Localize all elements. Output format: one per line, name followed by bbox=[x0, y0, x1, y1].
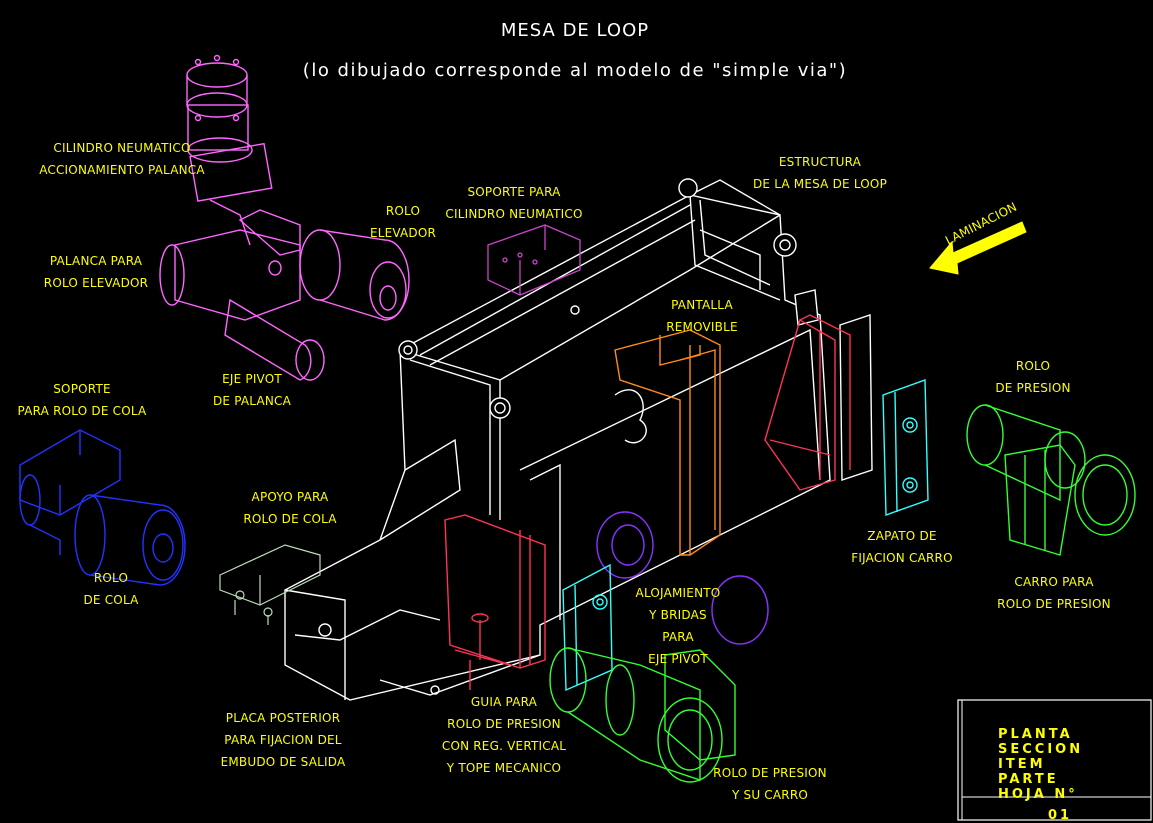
title-block-line-5: HOJA N° bbox=[998, 787, 1078, 802]
pressure-roll-guides bbox=[444, 314, 851, 690]
drawing-title: MESA DE LOOP bbox=[501, 20, 649, 41]
title-block-line-2: SECCION bbox=[998, 742, 1083, 757]
label-guia-line-4: Y TOPE MECANICO bbox=[446, 761, 561, 775]
pneumatic-cylinder-assembly bbox=[159, 54, 410, 381]
label-soporte-cilindro-line-1: SOPORTE PARA bbox=[467, 185, 561, 199]
label-palanca-line-2: ROLO ELEVADOR bbox=[44, 276, 148, 290]
label-rolo-carro-line-1: ROLO DE PRESION bbox=[713, 766, 827, 780]
label-alojamiento-line-3: PARA bbox=[662, 630, 694, 644]
title-block-line-1: PLANTA bbox=[998, 727, 1073, 742]
label-rolo-presion-line-1: ROLO bbox=[1016, 359, 1050, 373]
tail-roll-assembly bbox=[19, 429, 186, 586]
label-guia-line-1: GUIA PARA bbox=[471, 695, 538, 709]
loop-table-structure bbox=[284, 178, 873, 701]
label-apoyo-cola-line-1: APOYO PARA bbox=[252, 490, 329, 504]
label-eje-pivot-line-1: EJE PIVOT bbox=[222, 372, 282, 386]
label-alojamiento-line-4: EJE PIVOT bbox=[648, 652, 708, 666]
label-zapato-line-2: FIJACION CARRO bbox=[851, 551, 952, 565]
label-rolo-cola-line-1: ROLO bbox=[94, 571, 128, 585]
label-alojamiento-line-1: ALOJAMIENTO bbox=[636, 586, 721, 600]
removable-screen bbox=[614, 329, 721, 556]
tail-roll-support bbox=[219, 544, 321, 625]
label-estructura-line-2: DE LA MESA DE LOOP bbox=[753, 177, 887, 191]
label-placa-line-3: EMBUDO DE SALIDA bbox=[221, 755, 346, 769]
label-placa-line-2: PARA FIJACION DEL bbox=[224, 733, 341, 747]
callout-labels: CILINDRO NEUMATICO ACCIONAMIENTO PALANCA S… bbox=[18, 141, 1111, 802]
label-cilindro-line-2: ACCIONAMIENTO PALANCA bbox=[39, 163, 205, 177]
label-soporte-cilindro-line-2: CILINDRO NEUMATICO bbox=[445, 207, 582, 221]
label-apoyo-cola-line-2: ROLO DE COLA bbox=[243, 512, 337, 526]
label-guia-line-2: ROLO DE PRESION bbox=[447, 717, 561, 731]
label-rolo-elevador-line-1: ROLO bbox=[386, 204, 420, 218]
label-rolo-carro-line-2: Y SU CARRO bbox=[731, 788, 808, 802]
label-rolo-cola-line-2: DE COLA bbox=[83, 593, 139, 607]
label-eje-pivot-line-2: DE PALANCA bbox=[213, 394, 292, 408]
drawing-subtitle: (lo dibujado corresponde al modelo de "s… bbox=[303, 60, 847, 81]
label-carro-line-2: ROLO DE PRESION bbox=[997, 597, 1111, 611]
pivot-flanges bbox=[596, 511, 769, 645]
label-pantalla-line-2: REMOVIBLE bbox=[666, 320, 738, 334]
pressure-roll-right bbox=[966, 404, 1136, 556]
label-rolo-presion-line-2: DE PRESION bbox=[995, 381, 1070, 395]
label-estructura-line-1: ESTRUCTURA bbox=[779, 155, 862, 169]
label-zapato-line-1: ZAPATO DE bbox=[867, 529, 936, 543]
label-soporte-cola-line-1: SOPORTE bbox=[53, 382, 111, 396]
label-alojamiento-line-2: Y BRIDAS bbox=[648, 608, 707, 622]
label-cilindro-line-1: CILINDRO NEUMATICO bbox=[53, 141, 190, 155]
label-rolo-elevador-line-2: ELEVADOR bbox=[370, 226, 436, 240]
label-placa-line-1: PLACA POSTERIOR bbox=[226, 711, 340, 725]
label-soporte-cola-line-2: PARA ROLO DE COLA bbox=[18, 404, 147, 418]
title-block-line-3: ITEM bbox=[998, 757, 1046, 772]
pressure-roll-bottom bbox=[549, 647, 736, 783]
label-guia-line-3: CON REG. VERTICAL bbox=[442, 739, 566, 753]
label-pantalla-line-1: PANTALLA bbox=[671, 298, 733, 312]
title-block-line-4: PARTE bbox=[998, 772, 1059, 787]
cylinder-support bbox=[487, 224, 581, 296]
label-palanca-line-1: PALANCA PARA bbox=[50, 254, 143, 268]
label-carro-line-1: CARRO PARA bbox=[1014, 575, 1094, 589]
sheet-number: 01 bbox=[1048, 808, 1072, 823]
